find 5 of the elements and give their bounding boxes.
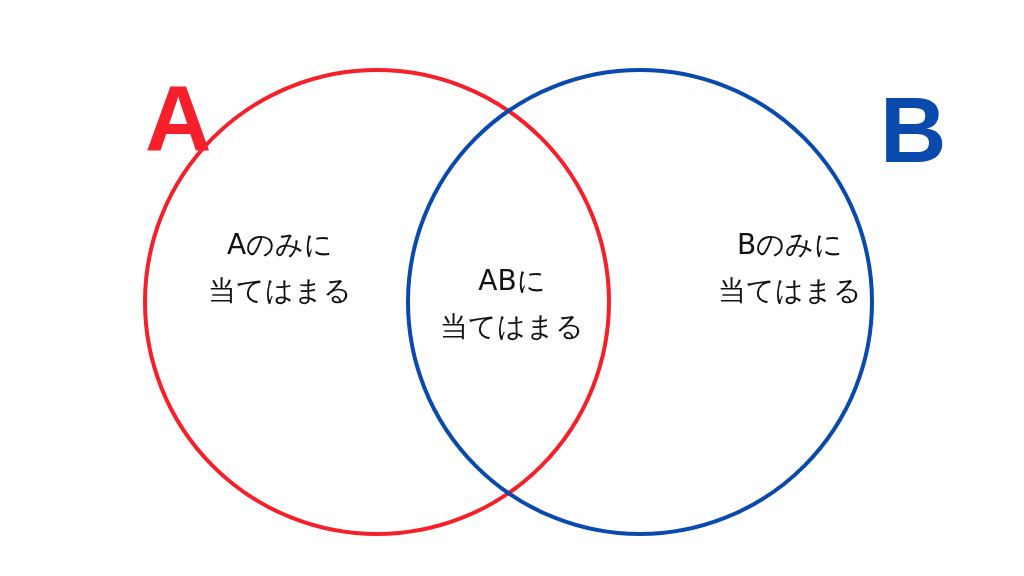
set-label: A	[145, 72, 212, 164]
set-label: B	[880, 84, 947, 176]
region-label: Aのみに当てはまる	[207, 227, 353, 309]
region-label: Bのみに当てはまる	[717, 227, 863, 309]
region-label: ABに当てはまる	[439, 263, 585, 345]
